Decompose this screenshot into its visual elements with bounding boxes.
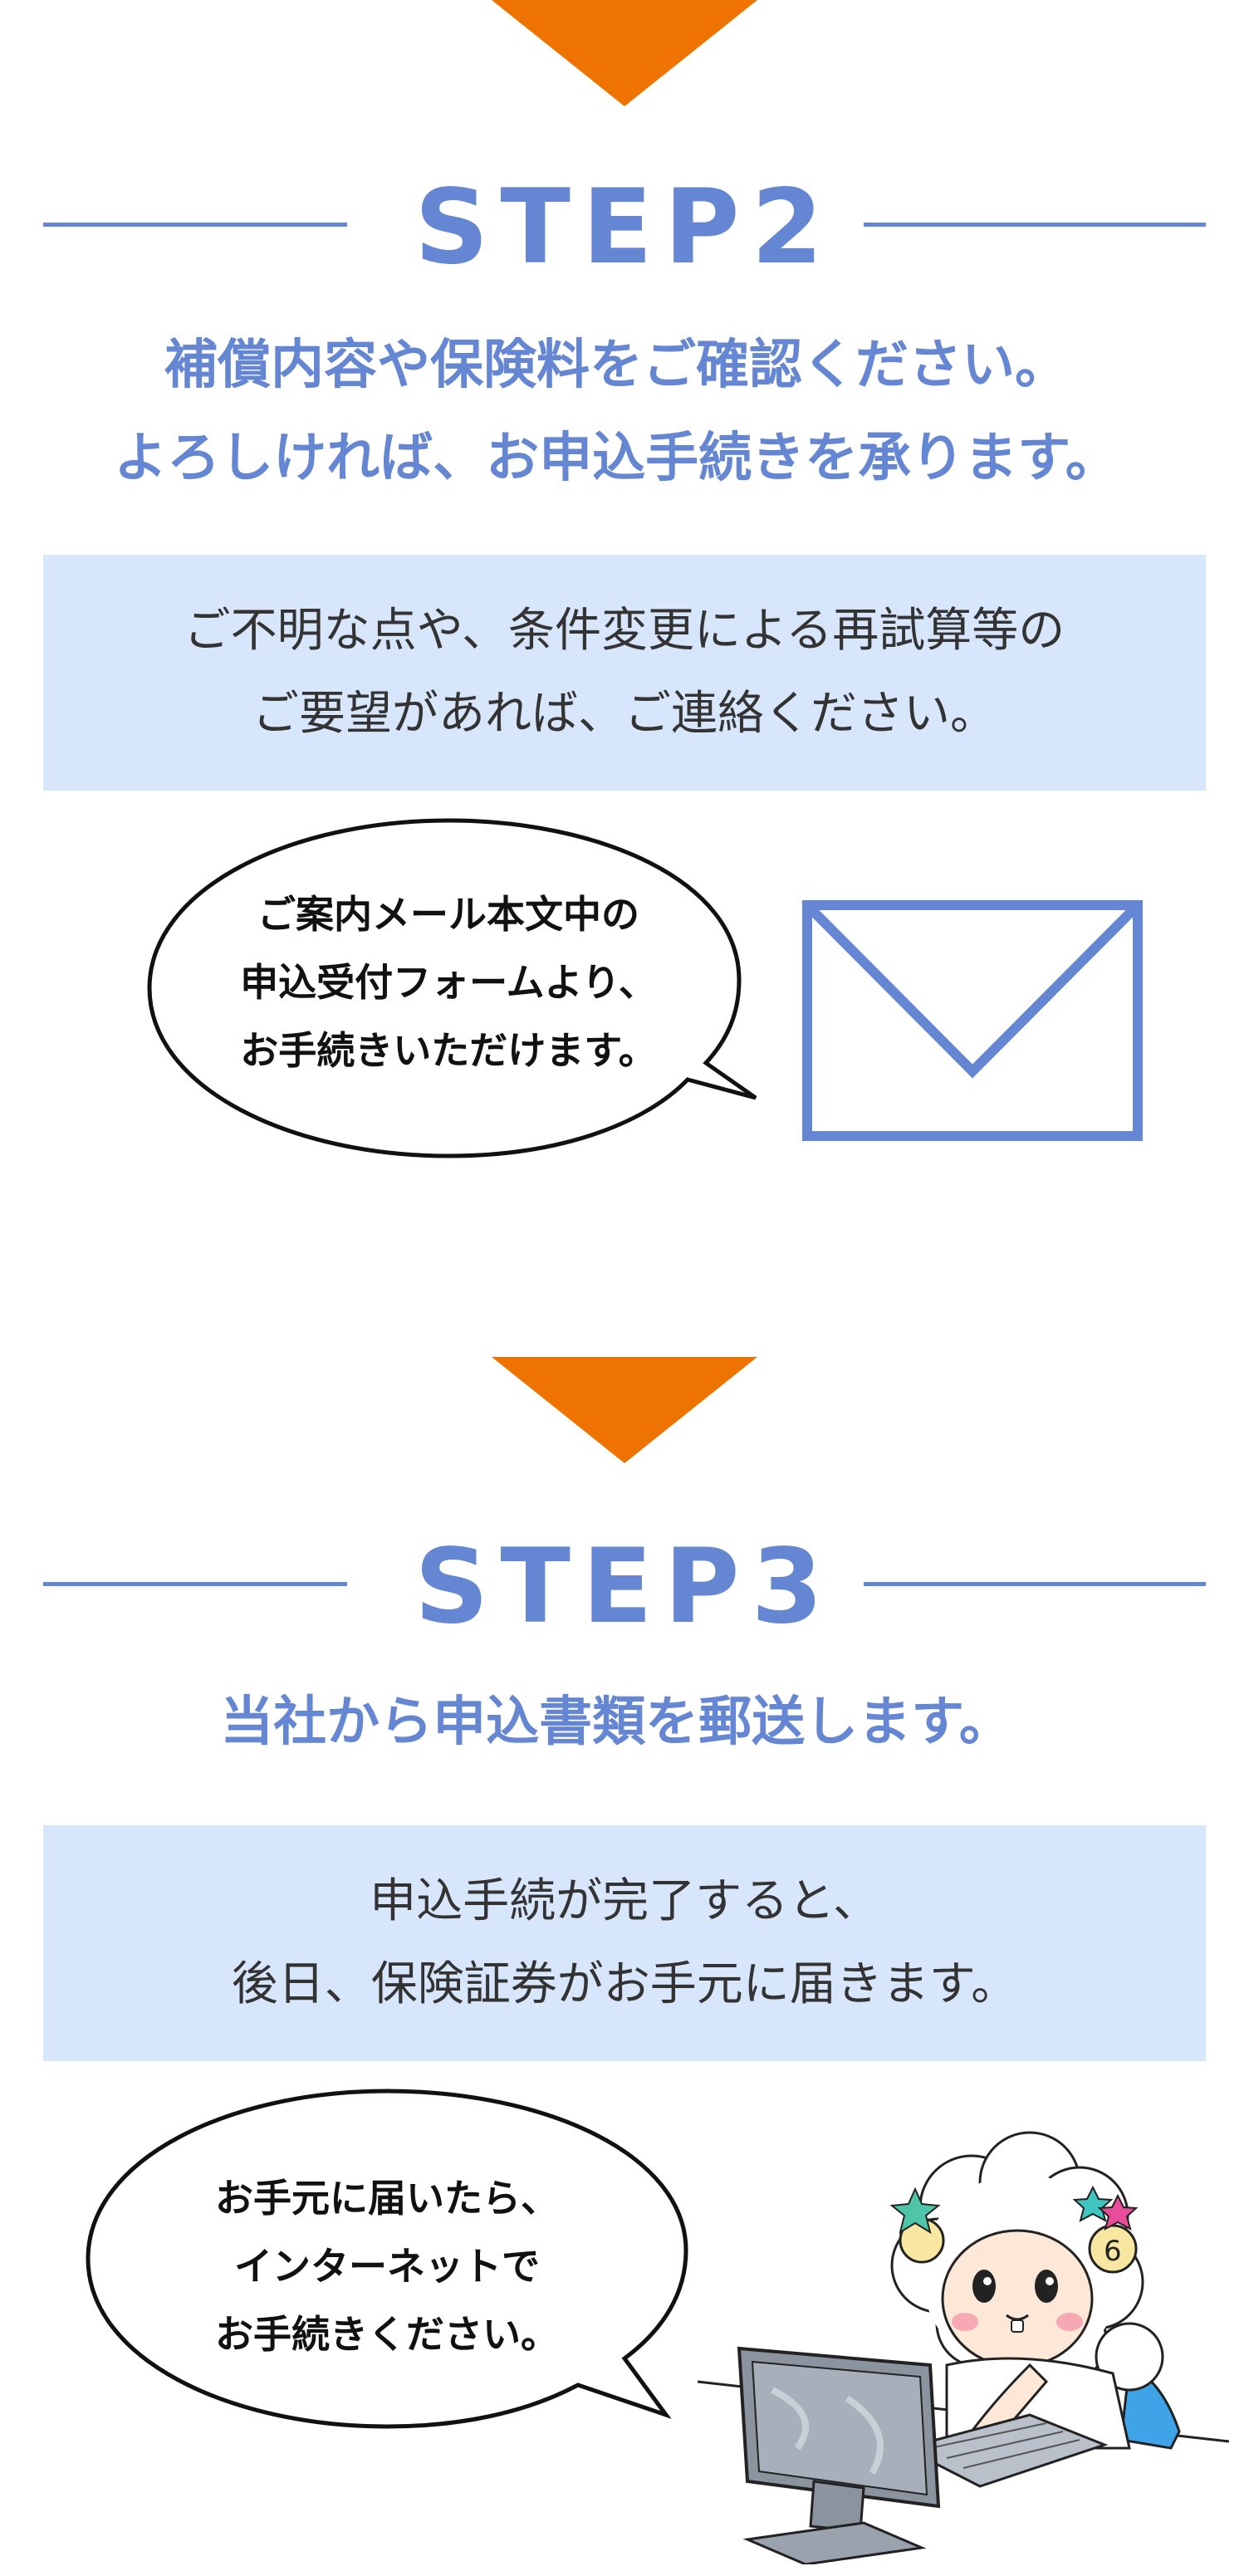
step3-divider-right (864, 1582, 1206, 1586)
step2-note-text: ご不明な点や、条件変更による再試算等の ご要望があれば、ご連絡ください。 (184, 604, 1065, 741)
speech-bubble (86, 2089, 688, 2429)
step3-note-text: 申込手続が完了すると、 後日、保険証券がお手元に届きます。 (231, 1874, 1018, 2011)
down-arrow-icon (492, 0, 757, 106)
step2-title: STEP2 (414, 168, 835, 287)
speech-bubble (147, 818, 757, 1158)
step3-note-box: 申込手続が完了すると、 後日、保険証券がお手元に届きます。 (43, 1825, 1206, 2061)
step3-lead-text: 当社から申込書類を郵送します。 (220, 1692, 1012, 1753)
step2-bubble-text: ご案内メール本文中の 申込受付フォームより、 お手続きいただけます。 (240, 892, 657, 1073)
step3-bubble-text: お手元に届いたら、 インターネットで お手続きください。 (215, 2176, 559, 2357)
mascot-at-computer-illustration: 6 (698, 2131, 1229, 2564)
step3-title: STEP3 (414, 1527, 835, 1647)
step2-divider-left (43, 223, 347, 227)
svg-text:6: 6 (1104, 2235, 1122, 2268)
down-arrow-icon (492, 1357, 757, 1463)
step3-divider-left (43, 1582, 347, 1586)
envelope-icon (802, 900, 1143, 1141)
step2-note-box: ご不明な点や、条件変更による再試算等の ご要望があれば、ご連絡ください。 (43, 555, 1206, 791)
step2-divider-right (864, 223, 1206, 227)
step2-lead-text: 補償内容や保険料をご確認ください。 よろしければ、お申込手続きを承ります。 (114, 335, 1119, 489)
